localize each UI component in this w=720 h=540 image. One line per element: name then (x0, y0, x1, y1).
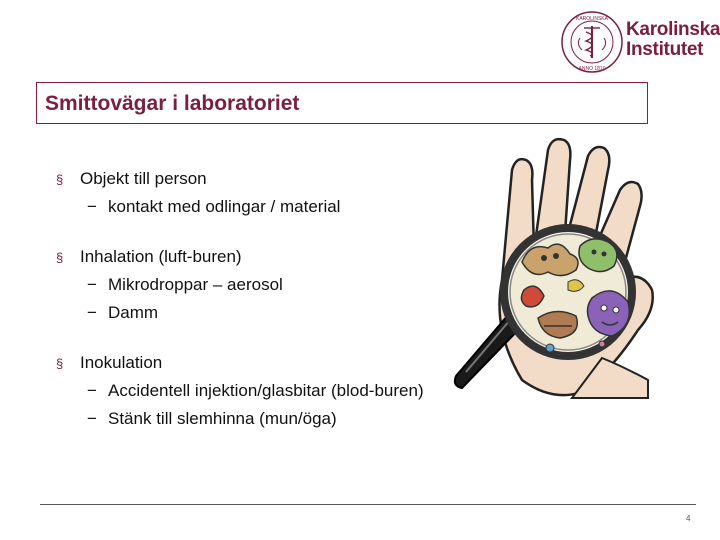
sub-bullet-text: kontakt med odlingar / material (108, 197, 341, 216)
sub-bullet-item: − Stänk till slemhinna (mun/öga) (56, 408, 516, 430)
dash-marker: − (87, 275, 97, 294)
bullet-marker: § (56, 356, 64, 371)
sub-bullet-item: − kontakt med odlingar / material (56, 196, 516, 218)
seal-icon: KAROLINSKA ANNO 1810 (561, 11, 623, 73)
bullet-list: § Objekt till person − kontakt med odlin… (56, 168, 516, 458)
logo-line-1: Karolinska (626, 19, 720, 40)
sub-bullet-text: Stänk till slemhinna (mun/öga) (108, 409, 337, 428)
sub-bullet-text: Mikrodroppar – aerosol (108, 275, 283, 294)
bullet-marker: § (56, 250, 64, 265)
bullet-group: § Objekt till person − kontakt med odlin… (56, 168, 516, 218)
svg-text:ANNO 1810: ANNO 1810 (579, 66, 606, 72)
slide-title: Smittovägar i laboratoriet (45, 92, 300, 115)
sub-bullet-text: Damm (108, 303, 159, 322)
svg-text:KAROLINSKA: KAROLINSKA (576, 16, 609, 22)
dash-marker: − (87, 197, 97, 216)
bullet-item: § Inokulation (56, 352, 516, 374)
footer-divider (40, 504, 696, 505)
dash-marker: − (87, 381, 97, 400)
bullet-group: § Inhalation (luft-buren) − Mikrodroppar… (56, 246, 516, 324)
hand-magnifier-illustration (453, 137, 654, 399)
bullet-marker: § (56, 172, 64, 187)
dash-marker: − (87, 303, 97, 322)
logo-line-2: Institutet (626, 39, 704, 60)
sub-bullet-text: Accidentell injektion/glasbitar (blod-bu… (108, 381, 424, 400)
karolinska-logo: KAROLINSKA ANNO 1810 Karolinska Institut… (560, 10, 720, 74)
bullet-item: § Inhalation (luft-buren) (56, 246, 516, 268)
microbes-illustration (520, 238, 630, 353)
dash-marker: − (87, 409, 97, 428)
bullet-group: § Inokulation − Accidentell injektion/gl… (56, 352, 516, 430)
bullet-text: Inokulation (80, 353, 163, 372)
logo-wordmark: Karolinska Institutet (626, 20, 720, 60)
sub-bullet-item: − Mikrodroppar – aerosol (56, 274, 516, 296)
bullet-item: § Objekt till person (56, 168, 516, 190)
page-number: 4 (686, 514, 691, 523)
title-box: Smittovägar i laboratoriet (36, 82, 648, 124)
bullet-text: Objekt till person (80, 169, 207, 188)
sub-bullet-item: − Damm (56, 302, 516, 324)
sub-bullet-item: − Accidentell injektion/glasbitar (blod-… (56, 380, 516, 402)
bullet-text: Inhalation (luft-buren) (80, 247, 242, 266)
